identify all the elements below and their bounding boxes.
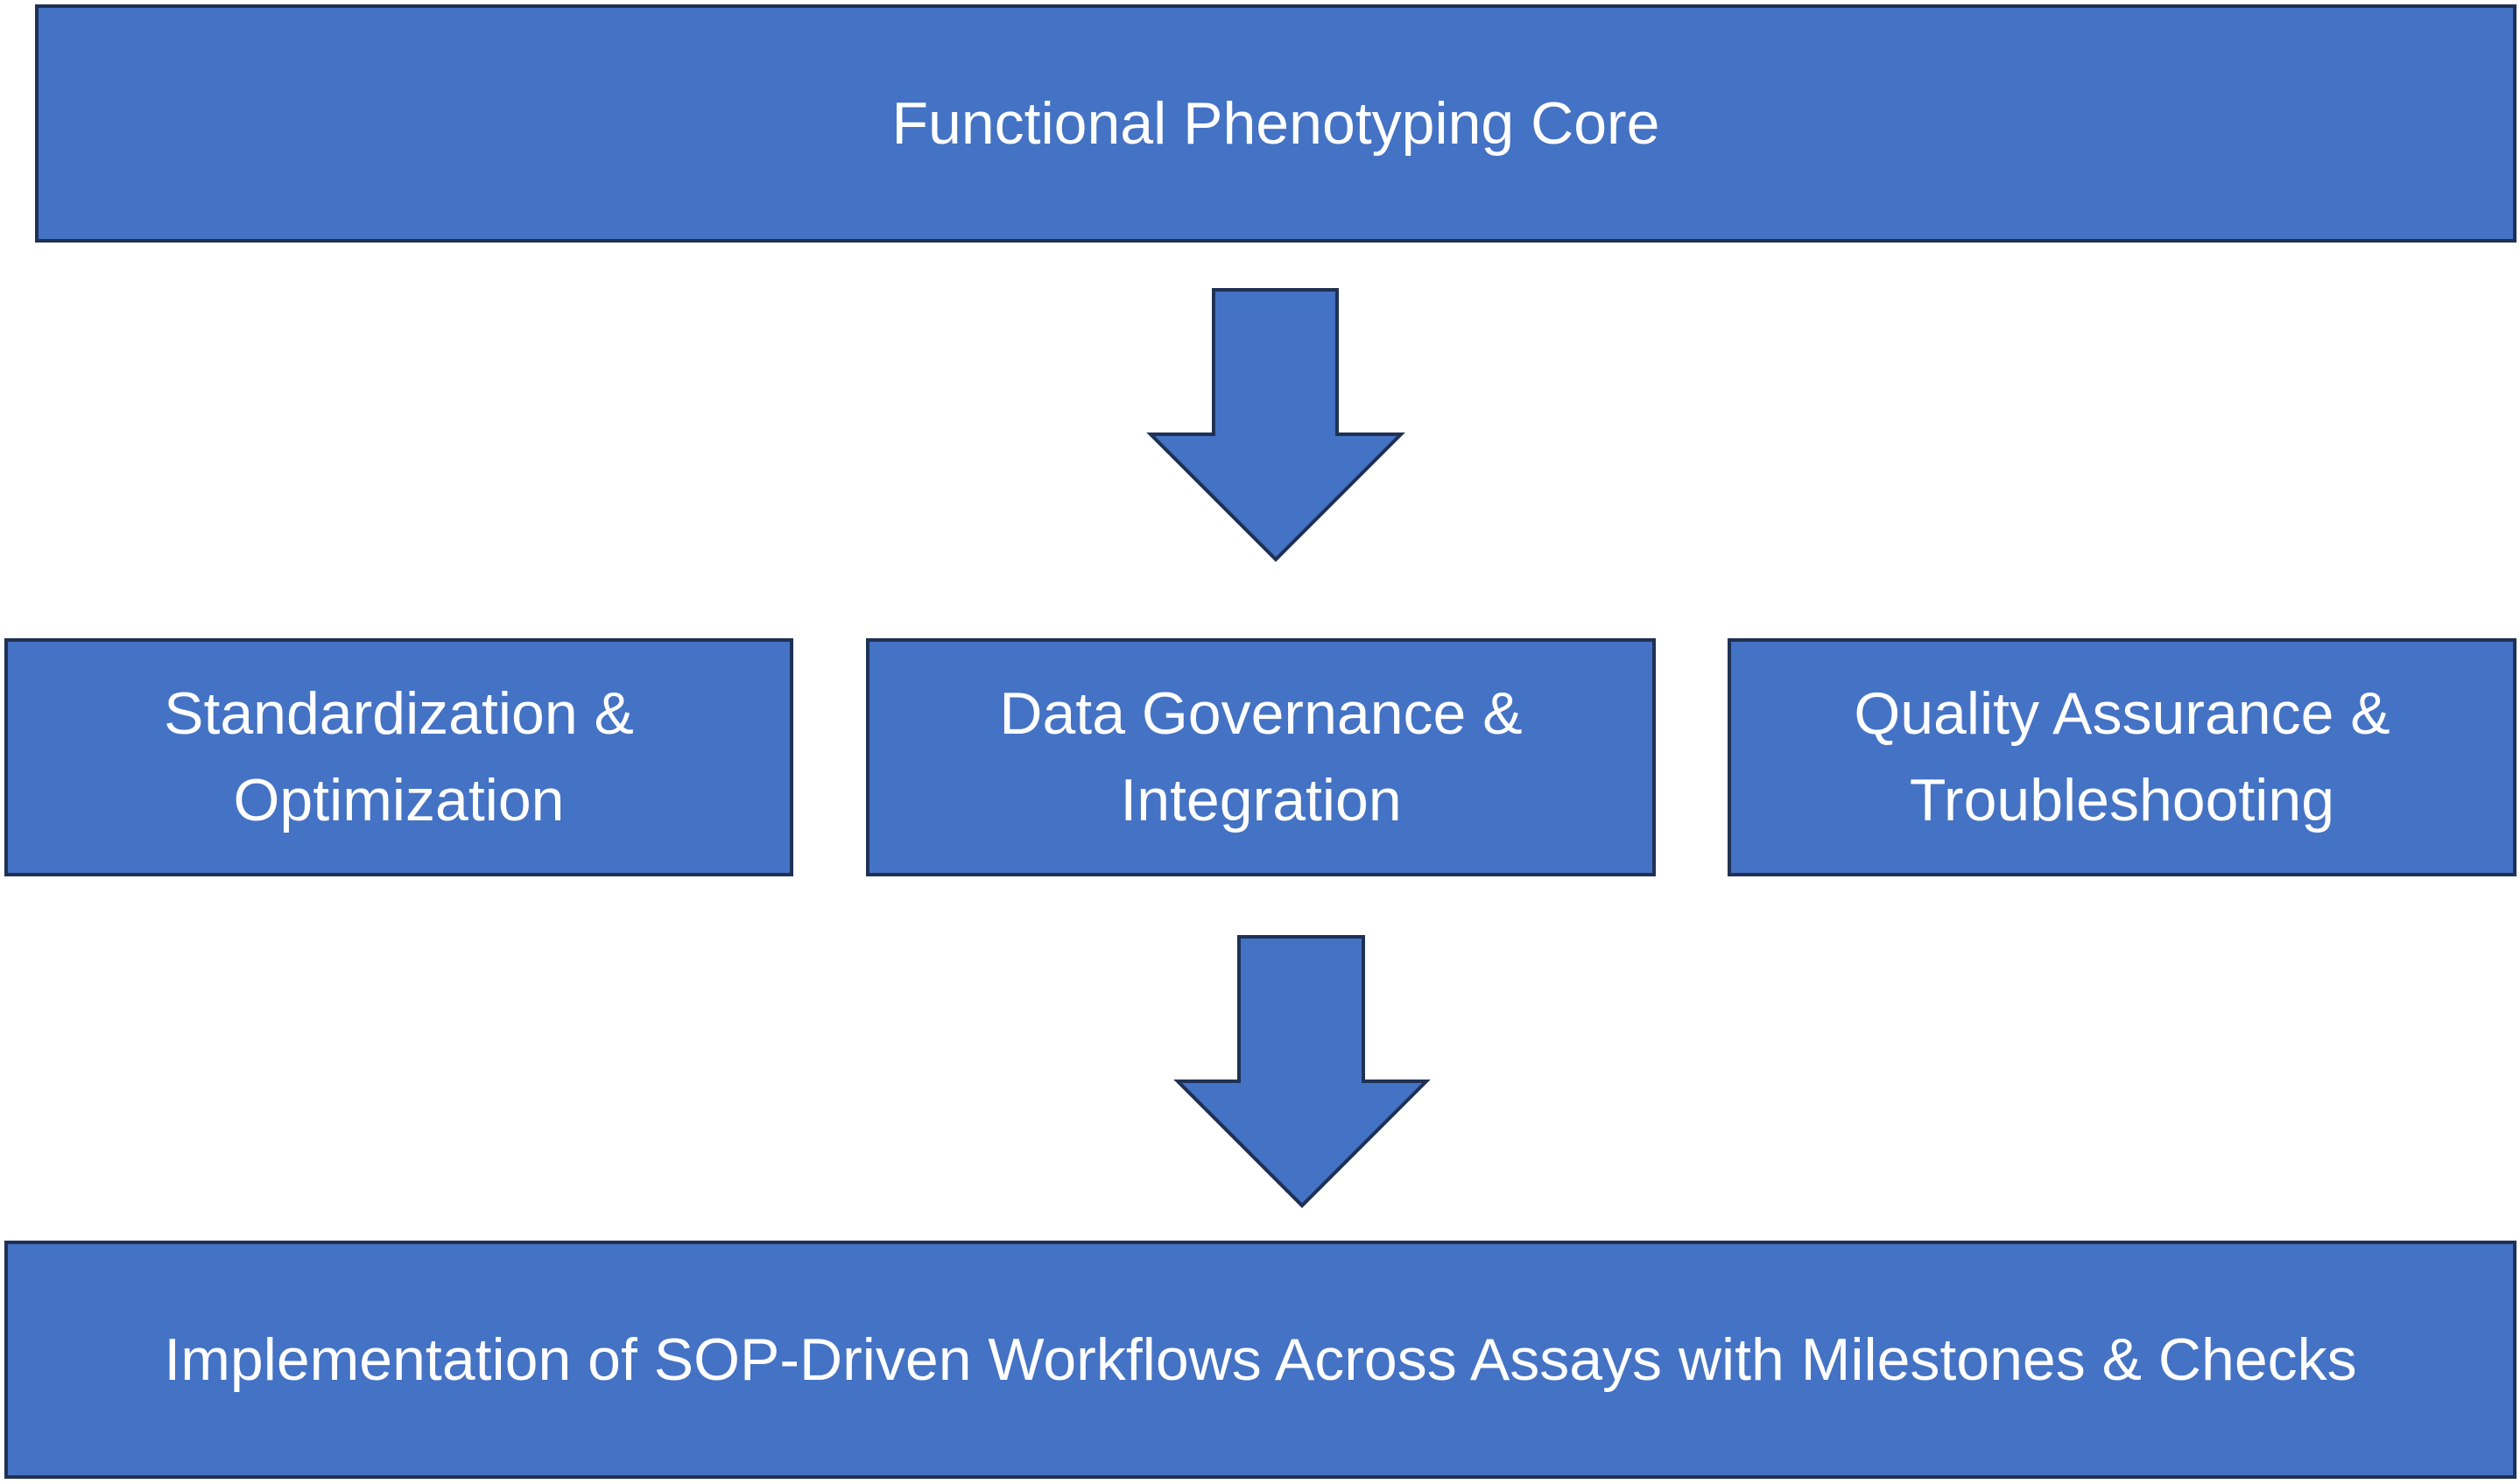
top-box: Functional Phenotyping Core [35,4,2516,243]
bottom-box-label: Implementation of SOP-Driven Workflows A… [164,1326,2357,1393]
standardization-label: Standardization & Optimization [164,680,634,833]
down-arrow-icon [1146,288,1405,562]
quality-assurance-box: Quality Assurance & Troubleshooting [1728,638,2516,876]
standardization-box: Standardization & Optimization [4,638,793,876]
quality-assurance-label: Quality Assurance & Troubleshooting [1854,680,2390,833]
down-arrow-icon [1173,935,1431,1208]
data-governance-label: Data Governance & Integration [999,680,1523,833]
data-governance-box: Data Governance & Integration [866,638,1656,876]
top-box-label: Functional Phenotyping Core [891,89,1660,157]
bottom-box: Implementation of SOP-Driven Workflows A… [4,1241,2516,1479]
